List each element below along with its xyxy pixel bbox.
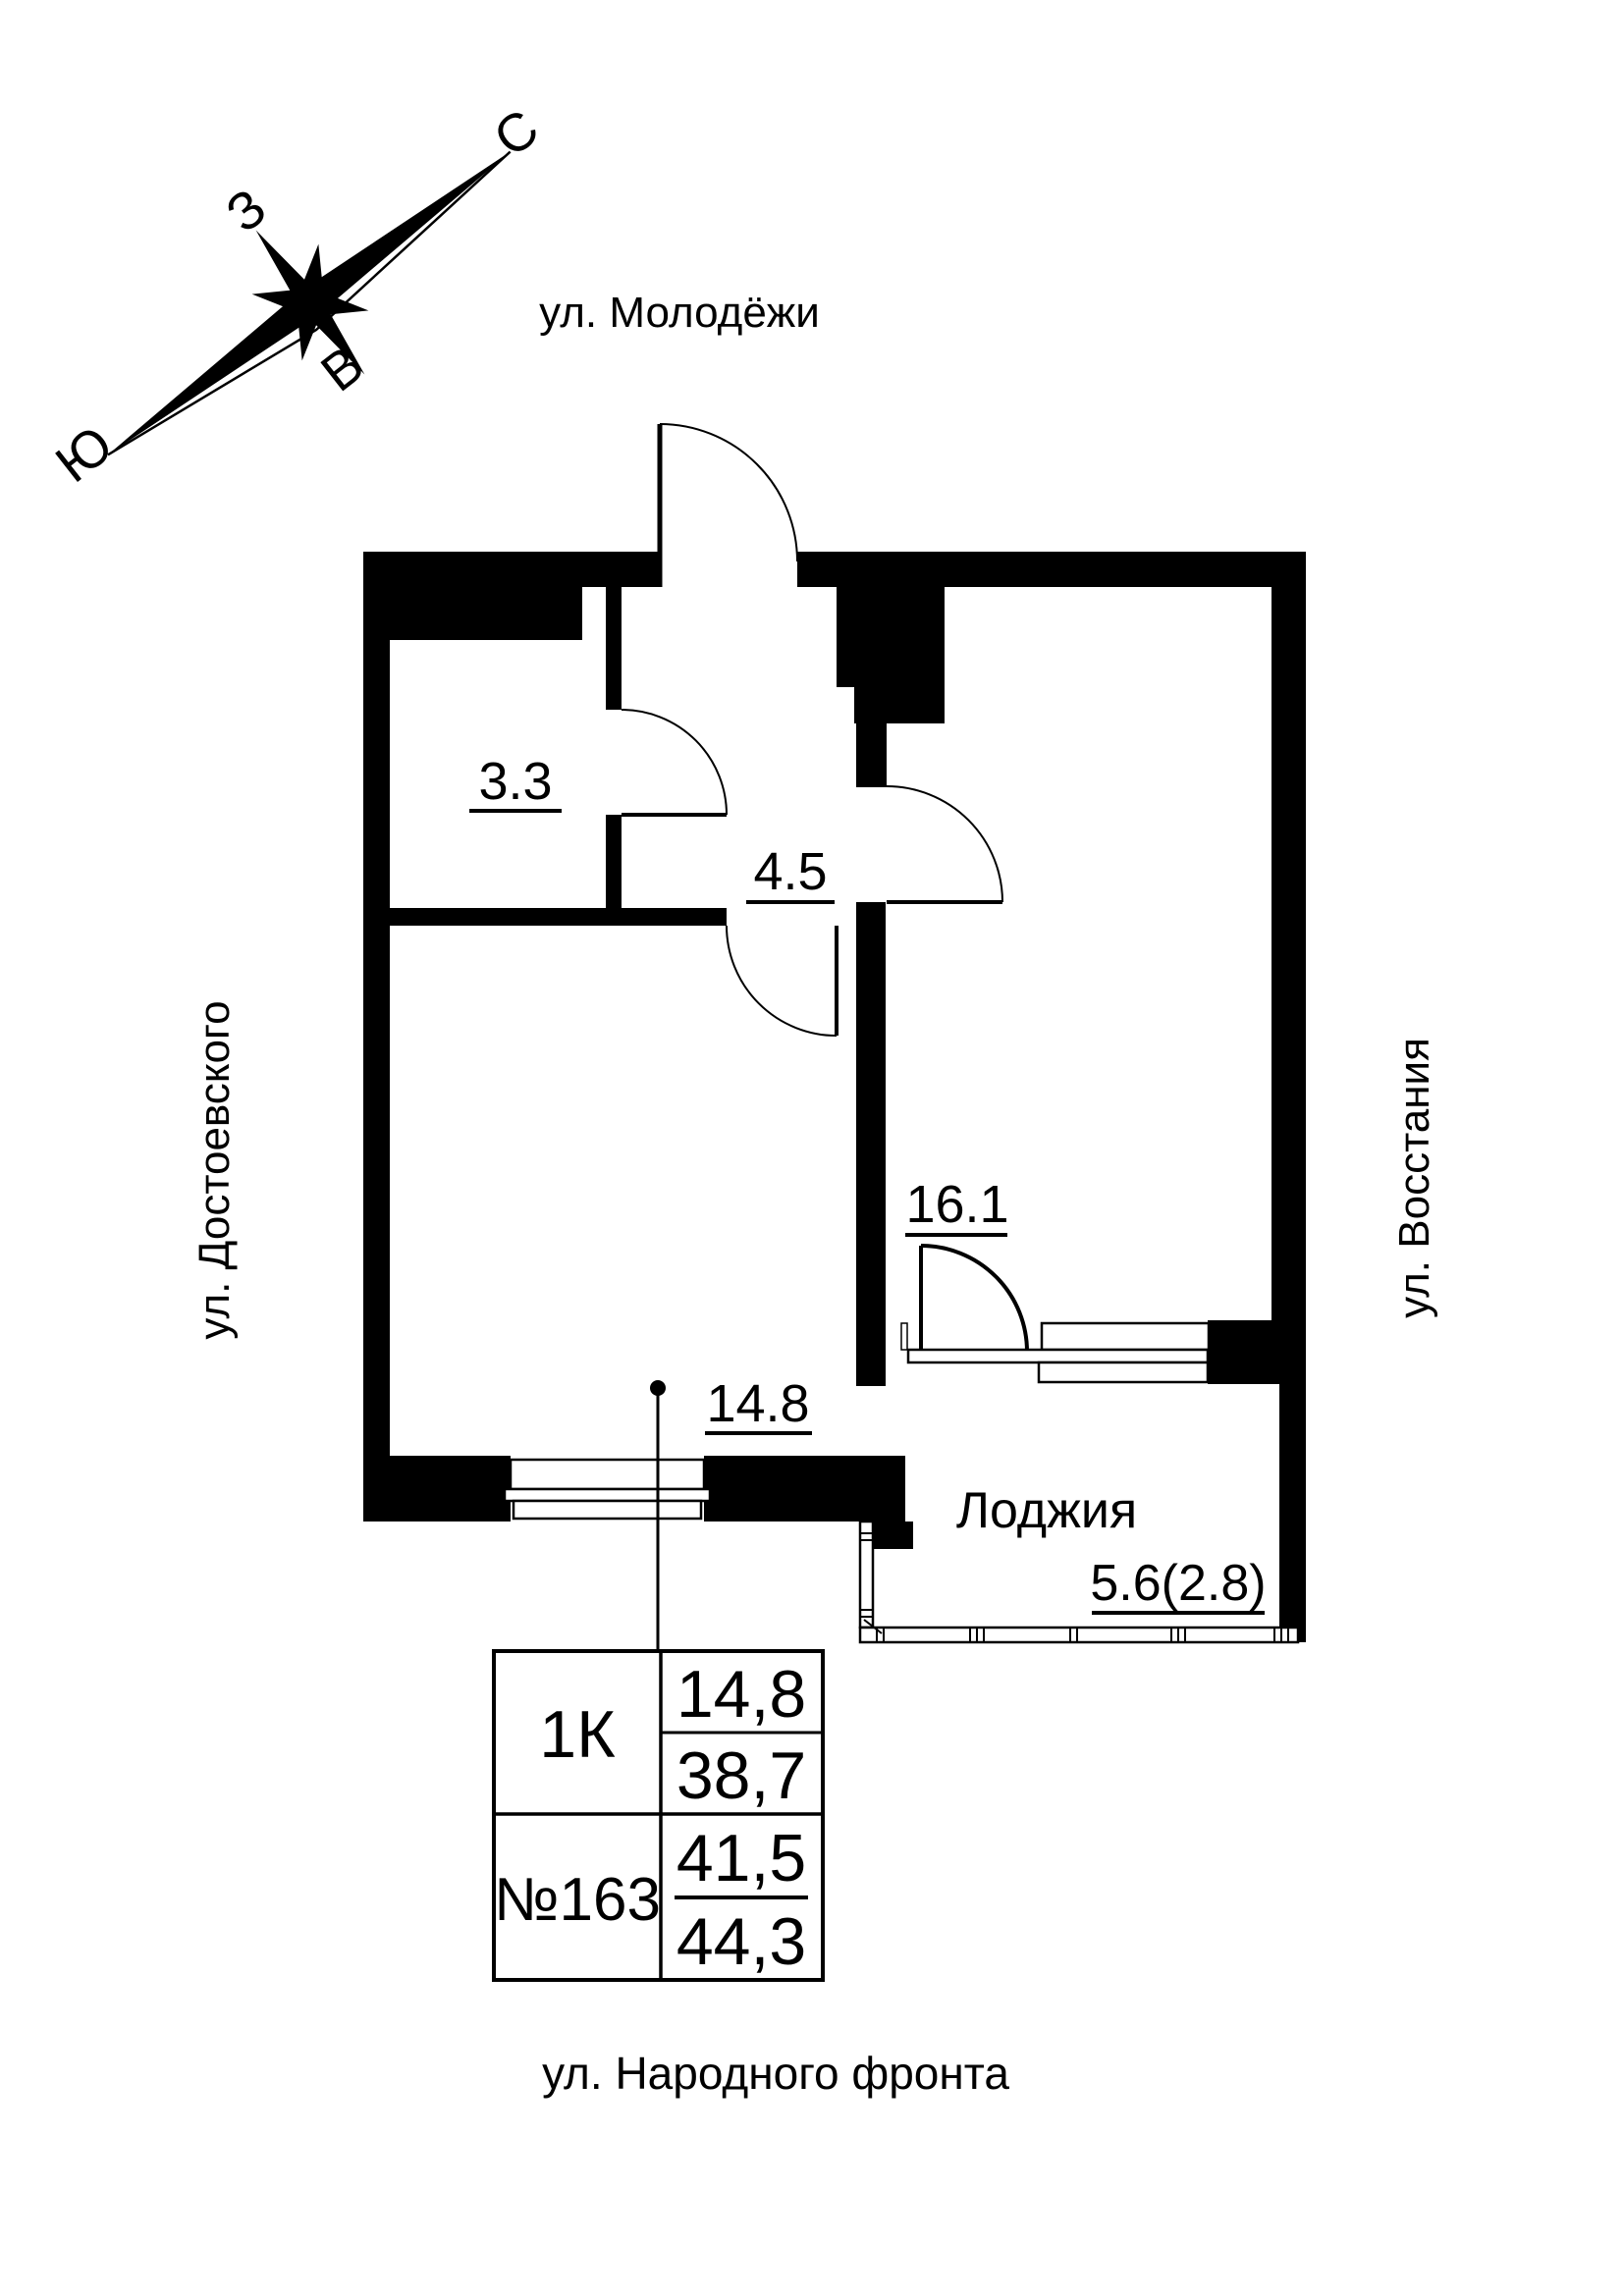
area-without-balcony-cell: 41,5 <box>676 1821 806 1896</box>
wall-hall-right-step <box>854 687 945 723</box>
windows <box>503 1321 1300 1644</box>
loggia-name-label: Лоджия <box>956 1482 1137 1539</box>
street-labels: ул. Молодёжи ул. Достоевского ул. Восста… <box>190 289 1438 2099</box>
room-labels: 3.3 4.5 16.1 14.8 Лоджия 5.6(2.8) <box>469 752 1267 1615</box>
doors <box>621 423 1029 1353</box>
street-label-bottom: ул. Народного фронта <box>542 2048 1009 2099</box>
bedroom-loggia-window <box>900 1321 1211 1384</box>
compass-star <box>238 230 383 375</box>
wall-hall-bottom <box>363 908 727 926</box>
wall-hall-right-block <box>837 587 945 687</box>
wall-bedroom-door-jamb <box>856 723 887 787</box>
street-label-top: ул. Молодёжи <box>539 289 820 337</box>
wall-topleft-block <box>390 587 582 640</box>
wall-living-bottom-left <box>363 1456 511 1522</box>
apartment-type-cell: 1К <box>539 1697 616 1772</box>
wall-loggia-top <box>1208 1320 1306 1384</box>
balcony-door-jamb-line <box>900 1322 908 1351</box>
entrance-door-arc <box>659 423 798 562</box>
bedroom-area-label: 16.1 <box>905 1175 1008 1234</box>
loggia-glazing-bottom <box>858 1626 1300 1644</box>
walls <box>363 552 1306 1642</box>
wall-top-right <box>797 552 1306 587</box>
bathroom-area-label: 3.3 <box>478 752 552 811</box>
living-room-window <box>503 1458 712 1521</box>
wall-left-outer <box>363 552 390 1522</box>
loggia-area-label: 5.6(2.8) <box>1090 1555 1266 1612</box>
wall-bathroom-lower <box>606 815 622 908</box>
living-area-label: 14.8 <box>706 1374 809 1433</box>
bedroom-window-inner-sill <box>1040 1321 1211 1352</box>
apartment-number-cell: №163 <box>494 1866 661 1934</box>
loggia-glazing-corner <box>863 1619 883 1634</box>
wall-top-left <box>363 552 660 587</box>
rooms-area-cell: 14,8 <box>676 1657 806 1732</box>
wall-living-bottom-right <box>704 1456 905 1522</box>
loggia-glazing-ticks <box>861 1532 1289 1641</box>
leader <box>650 1380 666 1651</box>
compass-north-label: С <box>483 98 550 168</box>
bedroom-door-arc <box>886 785 1003 903</box>
living-area-cell: 38,7 <box>676 1738 806 1813</box>
compass-east-label: В <box>310 335 374 402</box>
wall-right-outer <box>1271 552 1306 1320</box>
bedroom-door <box>886 785 1003 904</box>
living-room-door <box>726 925 839 1037</box>
loggia-glazing-left <box>858 1520 875 1629</box>
bathroom-door-arc <box>621 709 728 816</box>
wall-loggia-corner <box>874 1522 913 1549</box>
balcony-door <box>919 1244 1029 1353</box>
living-window-outer-sill <box>512 1499 703 1521</box>
living-window-inner-sill <box>509 1458 706 1491</box>
living-window-frame <box>503 1487 712 1503</box>
compass-west-label: З <box>216 178 278 243</box>
compass-needle-edge <box>107 150 512 456</box>
total-area-cell: 44,3 <box>676 1904 806 1979</box>
street-label-left: ул. Достоевского <box>190 1000 239 1339</box>
wall-bedroom-living <box>856 902 886 1386</box>
bedroom-window-frame <box>906 1348 1210 1364</box>
loggia-glazing <box>858 1520 1300 1644</box>
hall-area-label: 4.5 <box>753 842 827 901</box>
wall-loggia-right <box>1279 1384 1306 1642</box>
wall-bathroom-upper <box>606 587 622 710</box>
balcony-door-arc <box>920 1244 1029 1353</box>
street-label-right: ул. Восстания <box>1390 1038 1438 1318</box>
bathroom-door <box>621 709 728 817</box>
compass-rose-icon: С З В Ю <box>45 98 550 494</box>
entrance-door <box>657 423 798 587</box>
bedroom-window-outer-sill <box>1037 1361 1210 1384</box>
living-room-door-arc <box>726 925 838 1037</box>
info-table: 1К №163 14,8 38,7 41,5 44,3 <box>492 1649 825 1982</box>
compass-south-label: Ю <box>45 414 124 494</box>
